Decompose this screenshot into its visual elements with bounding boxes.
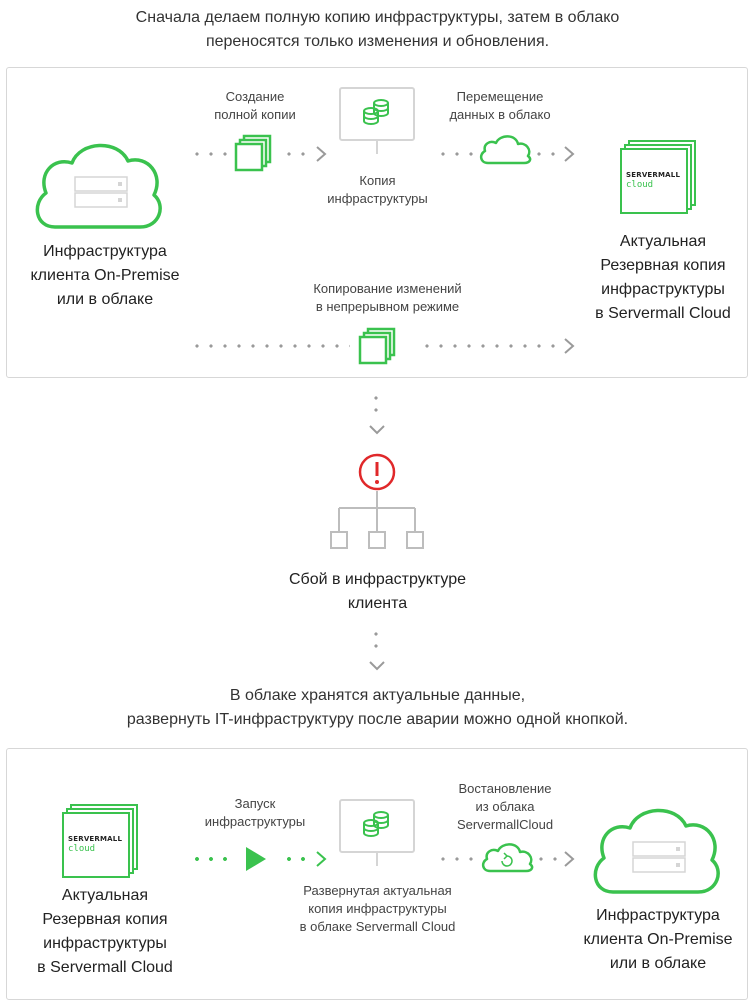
dotted-connector	[436, 151, 478, 157]
small-cloud-icon	[479, 135, 532, 165]
backup-line-2: Резервная копия	[600, 257, 726, 274]
client-infra-label: Инфраструктура клиента On-Premise или в …	[10, 240, 200, 312]
continuous-copy-label: Копирование изменений в непрерывном режи…	[290, 280, 485, 316]
restore-label: Востановление из облака ServermallCloud	[430, 780, 580, 834]
infra-copy-line-1: Копия	[359, 173, 396, 188]
outro-line-1: В облаке хранятся актуальные данные,	[229, 687, 526, 704]
client-infra-label: Инфраструктура клиента On-Premise или в …	[563, 904, 753, 976]
launch-line-1: Запуск	[234, 796, 276, 811]
dotted-connector	[534, 856, 562, 862]
servermall-backup-stack: SERVERMALL cloud	[620, 140, 696, 218]
deployed-copy-line-3: в облаке Servermall Cloud	[299, 919, 456, 934]
launch-line-2: инфраструктуры	[204, 814, 306, 829]
client-cloud-icon	[35, 143, 162, 229]
restore-line-2: из облака	[475, 799, 535, 814]
client-infra-line-3: или в облаке	[56, 291, 154, 308]
backup-label: Актуальная Резервная копия инфраструктур…	[568, 230, 755, 326]
chevron-right-icon	[564, 851, 575, 867]
dotted-connector	[420, 343, 560, 349]
monitor-database-icon	[339, 799, 415, 866]
backup-line-2: Резервная копия	[42, 911, 168, 928]
move-data-line-2: данных в облако	[449, 107, 551, 122]
create-copy-label: Создание полной копии	[185, 88, 325, 124]
chevron-right-icon	[316, 851, 327, 867]
failure-line-2: клиента	[347, 595, 408, 612]
deployed-copy-line-1: Развернутая актуальная	[303, 883, 452, 898]
copy-stack-icon	[234, 134, 272, 172]
play-icon[interactable]	[244, 846, 268, 872]
client-infra-line-1: Инфраструктура	[43, 243, 167, 260]
backup-line-3: инфраструктуры	[601, 281, 725, 298]
dotted-connector-green	[190, 856, 232, 862]
restore-line-1: Востановление	[458, 781, 552, 796]
failure-hierarchy-icon	[330, 453, 424, 549]
servermall-logo-text: SERVERMALL	[626, 171, 681, 179]
outro-line-2: развернуть IT-инфраструктуру после авари…	[126, 711, 629, 728]
create-copy-line-1: Создание	[225, 89, 285, 104]
chevron-down-icon	[369, 661, 385, 671]
backup-label: Актуальная Резервная копия инфраструктур…	[10, 884, 200, 980]
infra-copy-line-2: инфраструктуры	[327, 191, 428, 206]
dotted-connector	[532, 151, 560, 157]
vertical-dotted-connector	[373, 392, 379, 418]
chevron-down-icon	[369, 425, 385, 435]
intro-text: Сначала делаем полную копию инфраструкту…	[0, 6, 755, 54]
dotted-connector	[282, 151, 314, 157]
servermall-backup-stack: SERVERMALL cloud	[62, 804, 138, 882]
client-cloud-icon	[593, 808, 720, 894]
servermall-logo-cloud: cloud	[626, 180, 654, 190]
failure-line-1: Сбой в инфраструктуре	[288, 571, 467, 588]
continuous-copy-line-1: Копирование изменений	[313, 281, 462, 296]
chevron-right-icon	[564, 338, 575, 354]
dotted-connector	[436, 856, 478, 862]
create-copy-line-2: полной копии	[214, 107, 296, 122]
monitor-database-icon	[339, 87, 415, 154]
chevron-right-icon	[564, 146, 575, 162]
client-infra-line-3: или в облаке	[609, 955, 707, 972]
failure-label: Сбой в инфраструктуре клиента	[240, 568, 515, 616]
backup-line-3: инфраструктуры	[43, 935, 167, 952]
backup-line-1: Актуальная	[61, 887, 149, 904]
dotted-connector	[190, 343, 350, 349]
deployed-copy-label: Развернутая актуальная копия инфраструкт…	[285, 882, 470, 936]
backup-line-4: в Servermall Cloud	[37, 959, 173, 976]
continuous-copy-line-2: в непрерывном режиме	[315, 299, 460, 314]
dotted-connector	[190, 151, 232, 157]
client-infra-line-1: Инфраструктура	[596, 907, 720, 924]
copy-stack-icon	[358, 327, 396, 365]
move-data-label: Перемещение данных в облако	[425, 88, 575, 124]
client-infra-line-2: клиента On-Premise	[583, 931, 733, 948]
deployed-copy-line-2: копия инфраструктуры	[308, 901, 447, 916]
dotted-connector-green	[282, 856, 314, 862]
client-infra-line-2: клиента On-Premise	[30, 267, 180, 284]
intro-line-2: переносятся только изменения и обновлени…	[205, 33, 550, 50]
outro-text: В облаке хранятся актуальные данные, раз…	[0, 684, 755, 732]
launch-label: Запуск инфраструктуры	[185, 795, 325, 831]
restore-line-3: ServermallCloud	[456, 817, 554, 832]
vertical-dotted-connector	[373, 628, 379, 654]
intro-line-1: Сначала делаем полную копию инфраструкту…	[135, 9, 620, 26]
backup-line-1: Актуальная	[619, 233, 707, 250]
servermall-logo-cloud: cloud	[68, 844, 96, 854]
servermall-logo-text: SERVERMALL	[68, 835, 123, 843]
backup-line-4: в Servermall Cloud	[595, 305, 731, 322]
cloud-restore-icon	[481, 843, 534, 873]
move-data-line-1: Перемещение	[456, 89, 544, 104]
infra-copy-label: Копия инфраструктуры	[305, 172, 450, 208]
chevron-right-icon	[316, 146, 327, 162]
